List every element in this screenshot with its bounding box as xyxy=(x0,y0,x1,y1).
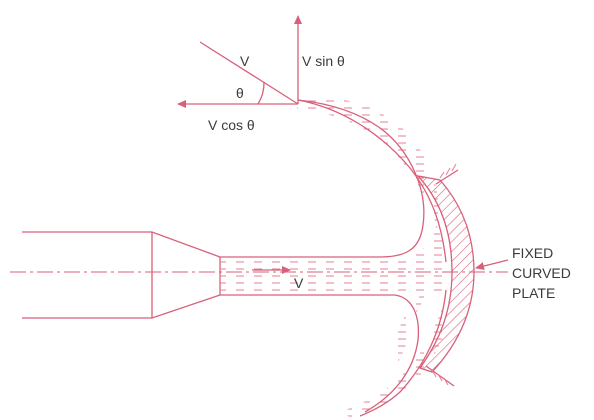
label-velocity-incline: V xyxy=(240,53,250,69)
fixed-curved-plate xyxy=(416,163,475,387)
velocity-components xyxy=(177,15,302,108)
plate-pointer-arrow xyxy=(475,259,509,270)
water-stream xyxy=(220,97,449,418)
label-velocity-vertical: V sin θ xyxy=(302,53,345,69)
label-velocity-horizontal: V cos θ xyxy=(208,117,255,133)
label-jet-velocity: V xyxy=(294,275,304,291)
deflected-jet-outer xyxy=(297,99,447,417)
nozzle xyxy=(22,231,221,319)
jet-stream xyxy=(220,99,425,413)
label-plate-line1: FIXED xyxy=(512,245,553,261)
angle-arc xyxy=(257,81,265,105)
label-angle: θ xyxy=(236,85,244,101)
label-plate-line3: PLATE xyxy=(512,285,555,301)
label-plate-line2: CURVED xyxy=(512,265,571,281)
